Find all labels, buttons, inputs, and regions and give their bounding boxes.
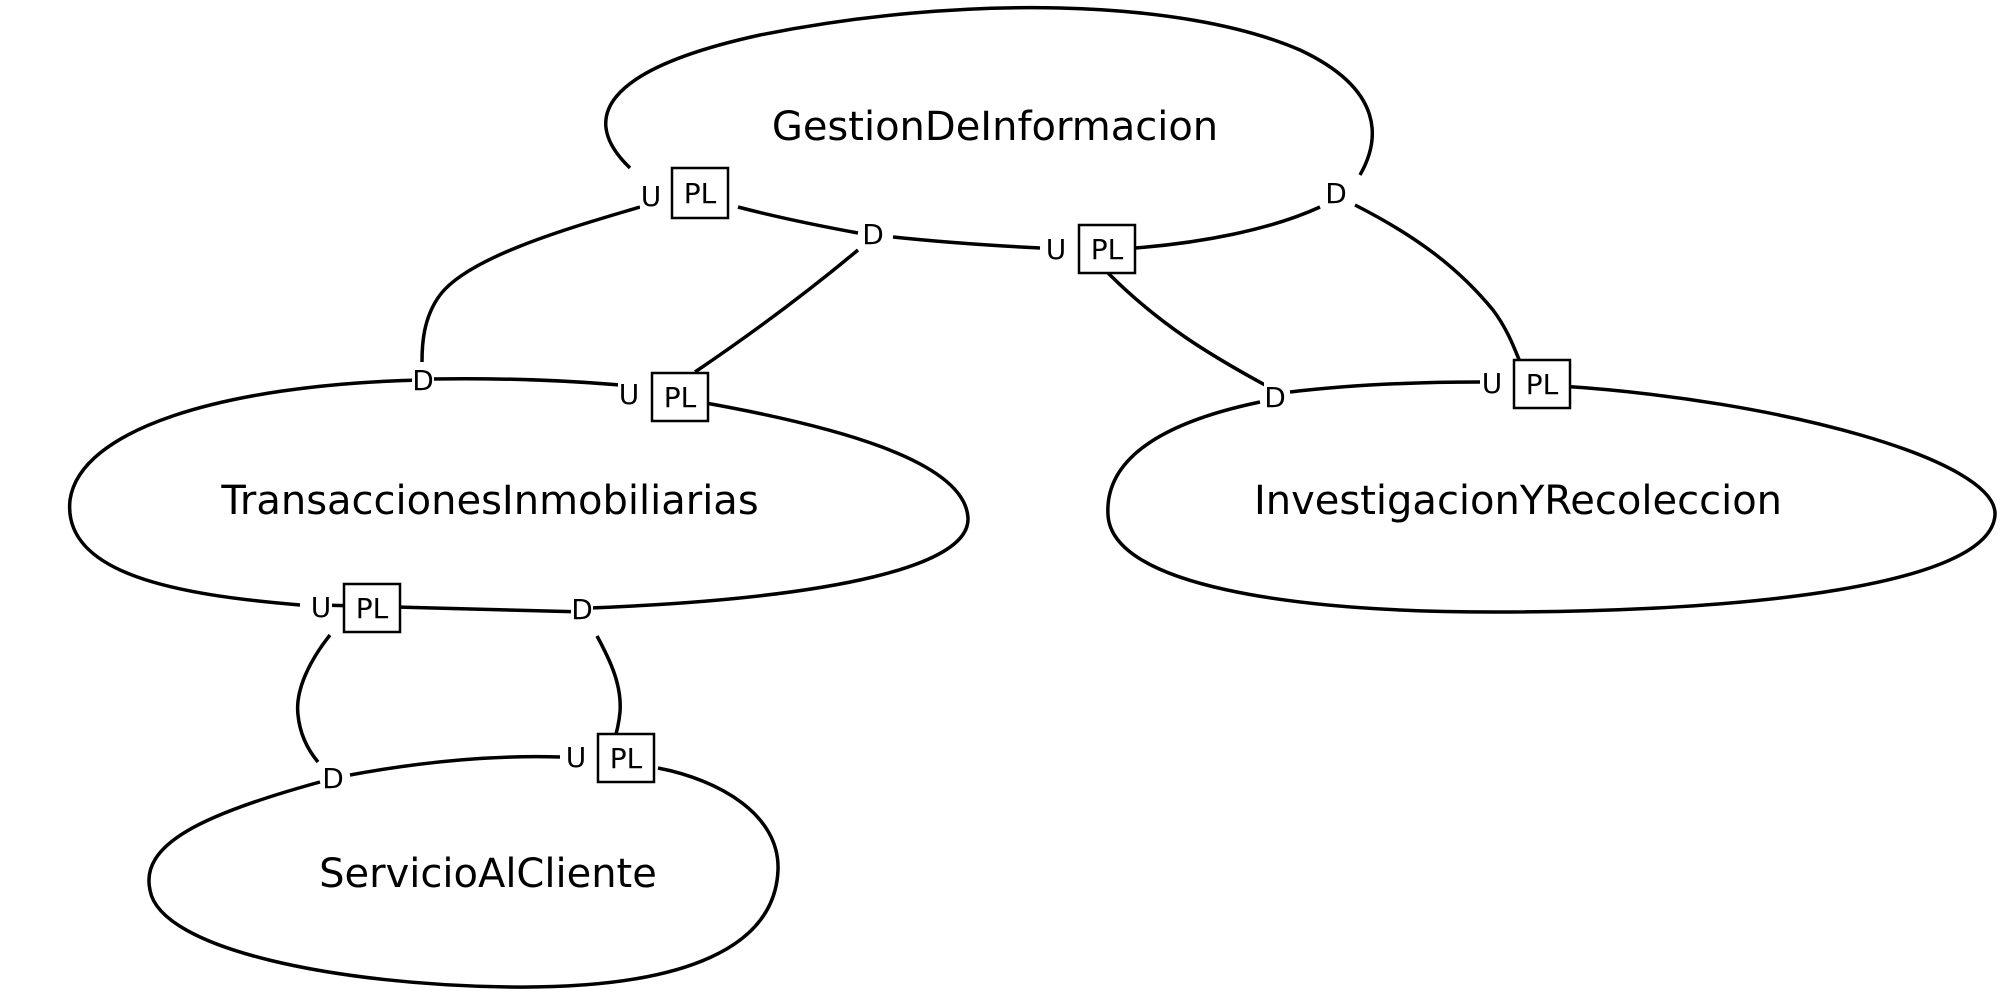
relationship-servicio-to-transacciones: U PL D	[565, 593, 656, 784]
edge-transacciones-servicio	[295, 633, 332, 764]
downstream-label: D	[571, 593, 593, 626]
downstream-label: D	[1264, 381, 1286, 414]
context-name-transacciones: TransaccionesInmobiliarias	[220, 478, 758, 524]
relationship-transacciones-to-gestion: U PL D	[618, 218, 884, 423]
context-name-gestion: GestionDeInformacion	[772, 104, 1218, 150]
upstream-role: U	[1482, 367, 1503, 400]
upstream-pattern: PL	[684, 177, 717, 210]
upstream-label: U PL	[310, 582, 402, 634]
downstream-role: D	[1325, 177, 1347, 210]
upstream-label: U PL	[640, 166, 730, 220]
relationship-gestion-to-investigacion: U PL D	[1045, 223, 1286, 414]
upstream-label: U PL	[618, 371, 710, 423]
upstream-label: U PL	[1045, 223, 1137, 275]
context-shape-transacciones	[68, 377, 970, 614]
downstream-role: D	[1264, 381, 1286, 414]
context-shape-servicio	[147, 754, 780, 989]
upstream-pattern: PL	[610, 742, 643, 775]
downstream-role: D	[862, 218, 884, 251]
upstream-pattern: PL	[1091, 233, 1124, 266]
edge-transacciones-gestion	[694, 248, 860, 374]
upstream-role: U	[566, 741, 587, 774]
downstream-role: D	[322, 762, 344, 795]
upstream-label: U PL	[565, 732, 656, 784]
edge-gestion-transacciones	[420, 205, 641, 363]
downstream-label: D	[862, 218, 884, 251]
relationship-gestion-to-transacciones: U PL D	[412, 166, 730, 397]
upstream-label: U PL	[1481, 358, 1572, 410]
downstream-label: D	[322, 762, 344, 795]
upstream-role: U	[311, 591, 332, 624]
downstream-role: D	[571, 593, 593, 626]
edge-gestion-investigacion	[1106, 271, 1266, 387]
edge-gestion-core	[737, 205, 1321, 250]
upstream-role: U	[641, 180, 662, 213]
edge-servicio-transacciones	[595, 635, 622, 741]
context-shape-gestion	[604, 5, 1375, 176]
downstream-role: D	[412, 364, 434, 397]
upstream-pattern: PL	[1526, 368, 1559, 401]
upstream-role: U	[1046, 233, 1067, 266]
upstream-pattern: PL	[356, 592, 389, 625]
relationship-transacciones-to-servicio: U PL D	[310, 582, 402, 795]
upstream-role: U	[619, 378, 640, 411]
relationship-investigacion-to-gestion: U PL D	[1324, 177, 1572, 410]
edge-investigacion-gestion	[1354, 203, 1522, 363]
downstream-label: D	[412, 364, 434, 397]
context-name-investigacion: InvestigacionYRecoleccion	[1254, 478, 1782, 524]
context-name-servicio: ServicioAlCliente	[319, 851, 657, 897]
downstream-label: D	[1324, 177, 1348, 210]
upstream-pattern: PL	[664, 381, 697, 414]
context-shape-investigacion	[1106, 380, 1997, 614]
